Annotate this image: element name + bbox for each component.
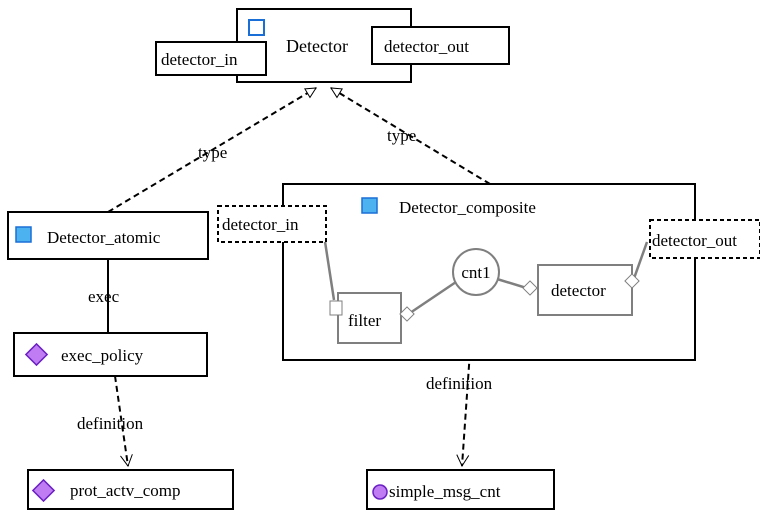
simple-msg-cnt-title: simple_msg_cnt <box>389 482 501 501</box>
filter-port-left <box>329 300 343 316</box>
exec-policy-title: exec_policy <box>61 346 144 365</box>
exec-label: exec <box>88 287 120 306</box>
prot-actv-comp-title: prot_actv_comp <box>70 481 180 500</box>
detector-port-in[interactable]: detector_in <box>155 41 267 76</box>
type-label-right: type <box>387 126 416 145</box>
inner-detector-label: detector <box>551 281 606 300</box>
composite-port-in[interactable]: detector_in <box>217 205 327 243</box>
type-edge-left <box>107 87 317 213</box>
composite-port-out[interactable]: detector_out <box>649 219 760 259</box>
type-label-left: type <box>198 143 227 162</box>
inner-detector-node[interactable]: detector <box>522 264 640 316</box>
detector-port-in-label: detector_in <box>161 50 238 69</box>
cnt1-label: cnt1 <box>461 263 490 282</box>
policy-icon <box>24 342 49 367</box>
detector-port-out[interactable]: detector_out <box>371 26 510 65</box>
inner-detector-port-right <box>624 273 640 289</box>
simple-msg-cnt-node[interactable]: simple_msg_cnt <box>366 469 555 510</box>
definition-label-right: definition <box>426 374 493 393</box>
detector-port-out-label: detector_out <box>384 37 469 56</box>
filter-label: filter <box>348 311 381 330</box>
detector-title: Detector <box>286 36 348 56</box>
cnt1-node[interactable]: cnt1 <box>452 248 500 296</box>
detector-composite-title: Detector_composite <box>399 198 536 217</box>
detector-atomic-node[interactable]: Detector_atomic <box>7 211 209 260</box>
prot-actv-comp-node[interactable]: prot_actv_comp <box>27 469 234 510</box>
definition-edge-right <box>456 293 475 468</box>
inner-detector-port-left <box>522 280 538 296</box>
filter-port-right <box>399 306 415 322</box>
composite-port-out-label: detector_out <box>652 231 737 250</box>
class-icon <box>248 19 265 36</box>
detector-atomic-title: Detector_atomic <box>47 228 161 247</box>
exec-policy-node[interactable]: exec_policy <box>13 332 208 377</box>
composite-port-in-label: detector_in <box>222 215 299 234</box>
filter-node[interactable]: filter <box>329 292 415 344</box>
policy-icon <box>31 478 56 503</box>
class-icon <box>361 197 378 214</box>
type-edge-right <box>330 87 491 185</box>
definition-label-left: definition <box>77 414 144 433</box>
counter-icon <box>372 484 388 500</box>
connector-filter-cnt <box>406 280 457 317</box>
definition-edge-left <box>114 375 133 468</box>
class-icon <box>15 226 32 243</box>
